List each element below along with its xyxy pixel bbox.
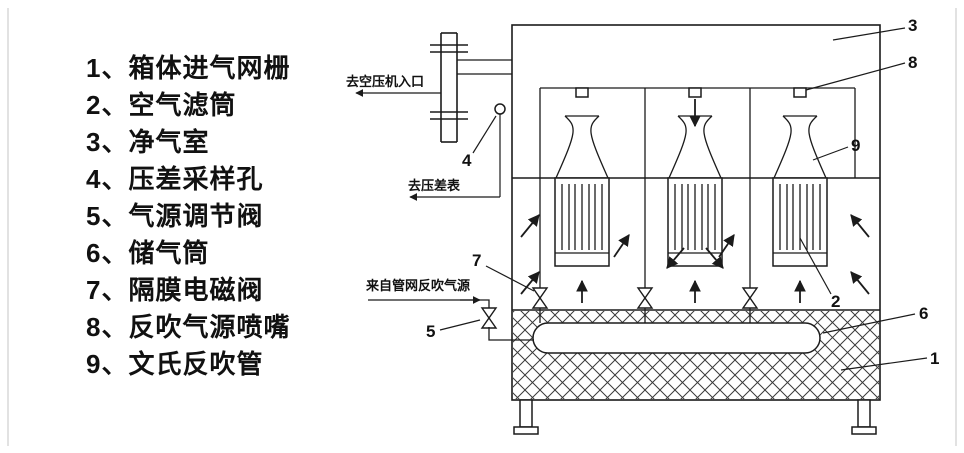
legend-item: 3、净气室	[86, 127, 210, 157]
legend-item: 1、箱体进气网栅	[86, 53, 291, 83]
callout-9: 9	[851, 136, 860, 155]
compressor-pipe: 去空压机入口	[346, 32, 512, 143]
blowpipes-and-valves	[532, 178, 758, 323]
support-legs	[513, 399, 877, 435]
blowback-feed-line: 来自管网反吹气源	[365, 278, 534, 341]
from-network-label: 来自管网反吹气源	[365, 278, 470, 293]
legend-item: 6、储气筒	[86, 238, 210, 268]
legend-item: 8、反吹气源喷嘴	[86, 312, 291, 342]
legend-item: 2、空气滤筒	[86, 90, 237, 120]
filter-cell-1	[554, 87, 610, 267]
filter-cell-3	[772, 87, 828, 267]
callout-4: 4	[462, 151, 472, 170]
callout-6: 6	[919, 304, 928, 323]
airflow-arrows	[520, 99, 870, 303]
callout-2: 2	[831, 292, 840, 311]
callout-3: 3	[908, 16, 917, 35]
to-compressor-label: 去空压机入口	[346, 74, 424, 89]
to-pressure-gauge-label: 去压差表	[408, 178, 461, 193]
callout-1: 1	[930, 349, 939, 368]
air-reservoir	[532, 322, 821, 354]
legend-item: 4、压差采样孔	[86, 164, 264, 194]
clean-air-chamber	[539, 87, 856, 178]
legend-item: 5、气源调节阀	[86, 201, 264, 231]
legend-item: 7、隔膜电磁阀	[86, 275, 264, 305]
callout-7: 7	[472, 251, 481, 270]
callout-5: 5	[426, 322, 435, 341]
pressure-sampling-tap: 去压差表	[408, 103, 506, 201]
legend-item: 9、文氏反吹管	[86, 349, 264, 379]
callouts: 3 8 9 2 6 1 7 5 4	[426, 16, 939, 371]
callout-8: 8	[908, 53, 917, 72]
legend: 1、箱体进气网栅 2、空气滤筒 3、净气室 4、压差采样孔 5、气源调节阀 6、…	[86, 50, 290, 383]
